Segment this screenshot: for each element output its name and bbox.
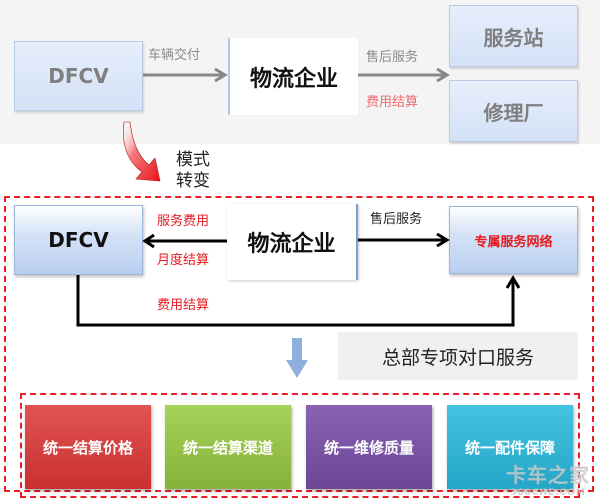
pillar-unified-quality: 统一维修质量 xyxy=(306,405,432,489)
service-station-label: 服务站 xyxy=(483,25,544,50)
pillar-unified-parts: 统一配件保障 xyxy=(447,405,573,489)
after-after-sales-label: 售后服务 xyxy=(370,212,423,227)
after-logistics-box: 物流企业 xyxy=(227,204,358,280)
down-arrow-icon xyxy=(286,338,308,378)
before-delivery-label: 车辆交付 xyxy=(148,48,201,63)
before-logistics-box: 物流企业 xyxy=(228,38,358,115)
transition-label: 模式 转变 xyxy=(176,150,210,192)
pillar-label: 统一配件保障 xyxy=(464,438,555,457)
logistics-to-network-arrow xyxy=(358,232,450,248)
after-dfcv-label: DFCV xyxy=(48,228,109,252)
pillar-unified-price: 统一结算价格 xyxy=(25,405,151,489)
pillar-label: 统一结算渠道 xyxy=(182,438,273,457)
monthly-settlement-label: 月度结算 xyxy=(157,253,210,268)
dedicated-network-label: 专属服务网络 xyxy=(474,234,553,250)
hq-service-label: 总部专项对口服务 xyxy=(381,346,534,369)
before-logistics-label: 物流企业 xyxy=(249,66,338,92)
before-dfcv-label: DFCV xyxy=(48,64,109,88)
transition-label-line2: 转变 xyxy=(176,171,210,191)
fee-settlement-label: 费用结算 xyxy=(157,298,210,313)
transition-label-line1: 模式 xyxy=(176,150,210,170)
service-fee-label: 服务费用 xyxy=(157,214,210,229)
watermark-line1: 卡车之家 xyxy=(506,463,590,487)
after-logistics-label: 物流企业 xyxy=(247,232,336,257)
new-model-frame xyxy=(4,196,594,492)
before-service-arrow xyxy=(358,67,450,83)
before-dfcv-box: DFCV xyxy=(14,41,143,111)
repair-shop-label: 修理厂 xyxy=(483,100,544,125)
watermark-logo: 卡车之家 360CHE.COM xyxy=(506,459,590,498)
repair-shop-box: 修理厂 xyxy=(449,80,578,142)
pillar-label: 统一结算价格 xyxy=(42,438,133,457)
after-dfcv-box: DFCV xyxy=(14,205,143,275)
before-after-sales-label: 售后服务 xyxy=(366,50,419,65)
service-station-box: 服务站 xyxy=(449,5,578,67)
transition-curve-arrow xyxy=(123,121,161,182)
pillar-label: 统一维修质量 xyxy=(323,438,414,457)
pillar-unified-channel: 统一结算渠道 xyxy=(165,405,291,489)
before-delivery-arrow xyxy=(143,67,228,83)
pillars-frame xyxy=(20,393,580,498)
watermark-line2: 360CHE.COM xyxy=(510,488,586,498)
before-settlement-label: 费用结算 xyxy=(366,95,419,110)
logistics-to-dfcv-arrow xyxy=(142,233,227,249)
hq-service-box: 总部专项对口服务 xyxy=(338,332,578,380)
dfcv-to-network-settlement-arrow xyxy=(76,275,521,327)
dedicated-network-box: 专属服务网络 xyxy=(449,206,578,274)
